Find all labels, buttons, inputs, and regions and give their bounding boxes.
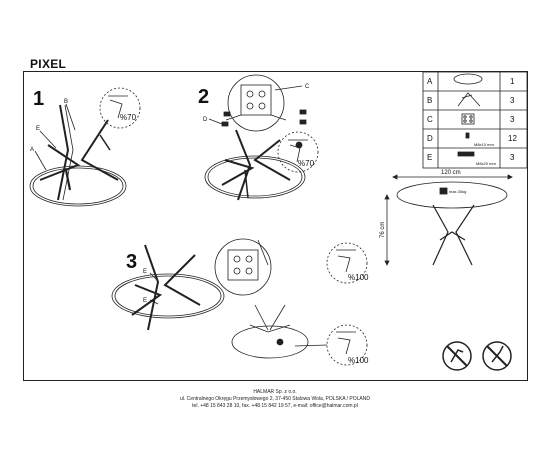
step3-illustration — [111, 238, 368, 366]
footer-contact: tel. +48 15 843 28 10, fax. +48 15 842 1… — [192, 403, 358, 409]
table-qty: 3 — [510, 153, 515, 162]
weight-icon — [439, 187, 448, 195]
warning-icons — [442, 341, 512, 371]
step1-illustration — [29, 87, 141, 207]
bracket-icon — [461, 113, 475, 125]
width-dimension: 120 cm — [441, 170, 461, 176]
table-qty: 1 — [510, 77, 515, 86]
part-label: E — [143, 298, 147, 304]
max-load-label: max.30kg — [449, 189, 466, 194]
table-letter: E — [427, 153, 432, 162]
short-bolt-icon — [465, 132, 470, 139]
product-title: PIXEL — [30, 57, 67, 71]
table-letter: C — [427, 115, 433, 124]
instruction-frame — [23, 71, 528, 381]
part-label: D — [203, 117, 208, 123]
table-letter: D — [427, 134, 433, 143]
tool-hint: %70 — [120, 113, 137, 122]
part-label: A — [30, 147, 34, 153]
no-standing-icon — [442, 341, 472, 371]
table-qty: 3 — [510, 96, 515, 105]
step-number-2: 2 — [198, 86, 209, 108]
table-spec: M8x10 mm — [474, 142, 494, 147]
long-bolt-icon — [457, 151, 475, 157]
footer-address: ul. Centralnego Okręgu Przemysłowego 2, … — [179, 396, 370, 402]
part-label: E — [143, 269, 147, 275]
dimension-view — [384, 174, 513, 266]
tool-hint: %70 — [298, 159, 315, 168]
height-dimension: 76 cm — [380, 222, 386, 238]
part-label: C — [305, 84, 310, 90]
table-letter: B — [427, 96, 432, 105]
table-qty: 3 — [510, 115, 515, 124]
step-number-1: 1 — [33, 88, 44, 110]
part-label: E — [36, 126, 40, 132]
tool-hint: %100 — [348, 356, 369, 365]
tool-hint: %100 — [348, 273, 369, 282]
footer-company: HALMAR Sp. z o.o. — [253, 389, 297, 395]
step2-illustration — [204, 74, 319, 201]
table-letter: A — [427, 77, 433, 86]
table-spec: M8x20 mm — [476, 161, 496, 166]
step-number-3: 3 — [126, 251, 137, 273]
part-label: B — [64, 99, 68, 105]
tabletop-icon — [453, 73, 483, 85]
parts-table — [422, 71, 528, 169]
table-qty: 12 — [508, 134, 517, 143]
no-sitting-icon — [482, 341, 512, 371]
leg-icon — [457, 92, 481, 107]
